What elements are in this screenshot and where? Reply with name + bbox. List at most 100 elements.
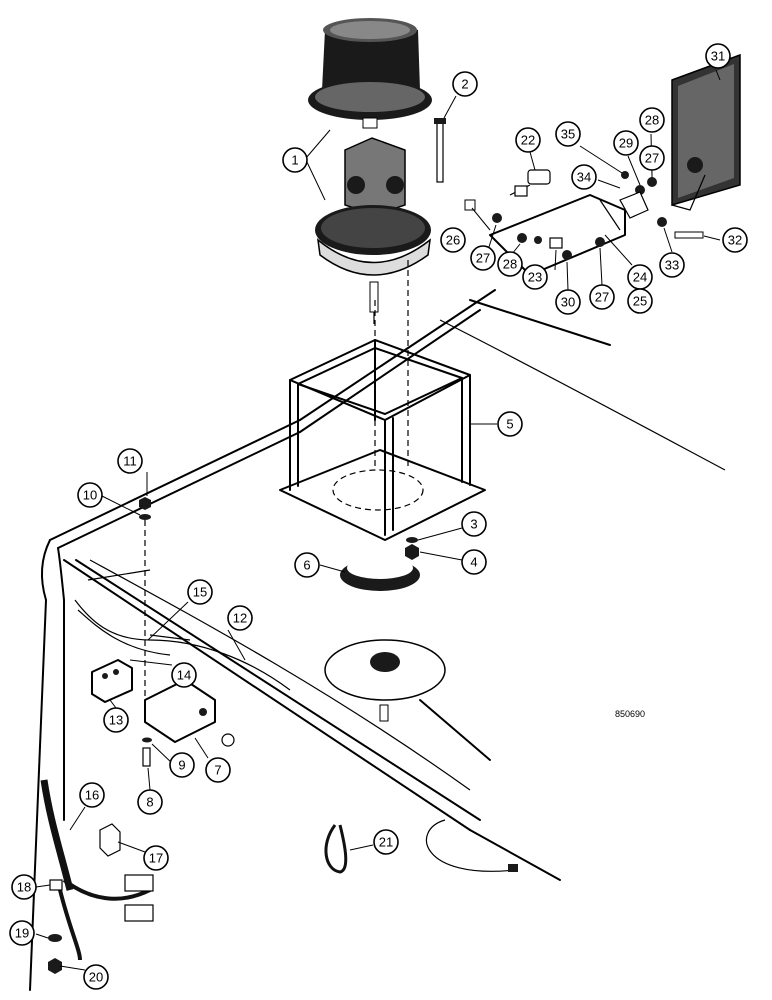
svg-text:23: 23 xyxy=(528,270,542,285)
svg-text:12: 12 xyxy=(233,611,247,626)
screw-32-33 xyxy=(657,217,704,239)
svg-text:24: 24 xyxy=(633,270,647,285)
callout-17: 17 xyxy=(143,845,169,871)
callout-31: 31 xyxy=(705,43,731,69)
switch-bracket xyxy=(144,679,235,747)
callout-24: 24 xyxy=(627,264,653,290)
callout-35: 35 xyxy=(555,121,581,147)
switch-assembly xyxy=(91,659,133,703)
svg-text:27: 27 xyxy=(645,151,659,166)
callout-21: 21 xyxy=(373,829,399,855)
svg-text:22: 22 xyxy=(521,133,535,148)
leader-lines xyxy=(35,69,721,971)
cable-bundle xyxy=(40,779,154,961)
callout-8: 8 xyxy=(137,789,163,815)
nut-11 xyxy=(139,497,151,510)
svg-text:1: 1 xyxy=(291,153,298,168)
callout-25: 25 xyxy=(627,288,653,314)
svg-text:10: 10 xyxy=(83,488,97,503)
svg-text:7: 7 xyxy=(214,763,221,778)
svg-text:16: 16 xyxy=(85,788,99,803)
hardware-29-35 xyxy=(619,171,657,219)
svg-text:31: 31 xyxy=(711,49,725,64)
callout-13: 13 xyxy=(103,707,129,733)
callout-10: 10 xyxy=(77,482,103,508)
callout-27b: 27 xyxy=(589,284,615,310)
callout-7: 7 xyxy=(205,757,231,783)
callout-27c: 27 xyxy=(639,145,665,171)
callout-6: 6 xyxy=(294,552,320,578)
washers-27-28 xyxy=(492,213,542,244)
svg-text:21: 21 xyxy=(379,835,393,850)
clip-17 xyxy=(99,823,121,857)
callout-5: 5 xyxy=(497,411,523,437)
callout-23: 23 xyxy=(522,264,548,290)
svg-text:4: 4 xyxy=(470,555,477,570)
callout-33: 33 xyxy=(659,252,685,278)
callout-27a: 27 xyxy=(470,245,496,271)
svg-text:2: 2 xyxy=(461,77,468,92)
washer-19 xyxy=(48,934,62,942)
callout-30: 30 xyxy=(555,289,581,315)
svg-text:11: 11 xyxy=(123,454,137,469)
screw-8 xyxy=(142,747,151,767)
svg-text:34: 34 xyxy=(577,170,591,185)
spacer-23 xyxy=(549,237,563,249)
svg-text:3: 3 xyxy=(470,517,477,532)
nut-20 xyxy=(48,958,62,974)
callout-32: 32 xyxy=(722,227,748,253)
svg-text:28: 28 xyxy=(503,257,517,272)
bolt-2 xyxy=(434,118,446,183)
bolt-18 xyxy=(49,879,63,891)
nut-30 xyxy=(562,250,572,260)
callout-29: 29 xyxy=(613,130,639,156)
callout-2: 2 xyxy=(452,71,478,97)
svg-text:19: 19 xyxy=(15,926,29,941)
nut-27-right xyxy=(595,237,605,247)
callout-22: 22 xyxy=(515,127,541,153)
callout-26: 26 xyxy=(440,227,466,253)
svg-text:26: 26 xyxy=(446,233,460,248)
washer-9 xyxy=(142,737,152,743)
svg-text:18: 18 xyxy=(17,880,31,895)
washer-3 xyxy=(406,537,418,543)
callout-15: 15 xyxy=(187,579,213,605)
svg-text:32: 32 xyxy=(728,233,742,248)
callout-19: 19 xyxy=(9,920,35,946)
washer-10 xyxy=(139,514,151,720)
svg-text:14: 14 xyxy=(177,668,191,683)
callout-11: 11 xyxy=(117,448,143,474)
callout-16: 16 xyxy=(79,782,105,808)
drawing-reference-id: 850690 xyxy=(615,709,645,719)
svg-text:9: 9 xyxy=(178,758,185,773)
svg-text:30: 30 xyxy=(561,295,575,310)
callout-14: 14 xyxy=(171,662,197,688)
svg-text:6: 6 xyxy=(303,558,310,573)
beacon-lens xyxy=(308,18,432,129)
callout-18: 18 xyxy=(11,874,37,900)
callout-28b: 28 xyxy=(639,107,665,133)
work-lamp xyxy=(671,53,741,211)
svg-text:33: 33 xyxy=(665,258,679,273)
callout-12: 12 xyxy=(227,605,253,631)
nut-4 xyxy=(405,544,419,560)
callout-3: 3 xyxy=(461,511,487,537)
beacon-base xyxy=(315,137,431,324)
svg-text:25: 25 xyxy=(633,294,647,309)
tie-strap xyxy=(324,819,518,874)
svg-text:8: 8 xyxy=(146,795,153,810)
lamp-bracket xyxy=(489,194,626,276)
svg-text:27: 27 xyxy=(476,251,490,266)
wire-harness xyxy=(74,319,726,691)
svg-text:28: 28 xyxy=(645,113,659,128)
svg-text:15: 15 xyxy=(193,585,207,600)
connector-22 xyxy=(509,169,551,197)
svg-text:5: 5 xyxy=(506,417,513,432)
dome-plate xyxy=(324,639,446,722)
callout-20: 20 xyxy=(83,964,109,990)
svg-text:29: 29 xyxy=(619,136,633,151)
svg-text:13: 13 xyxy=(109,713,123,728)
cab-roof-panel xyxy=(29,289,611,991)
svg-text:35: 35 xyxy=(561,127,575,142)
